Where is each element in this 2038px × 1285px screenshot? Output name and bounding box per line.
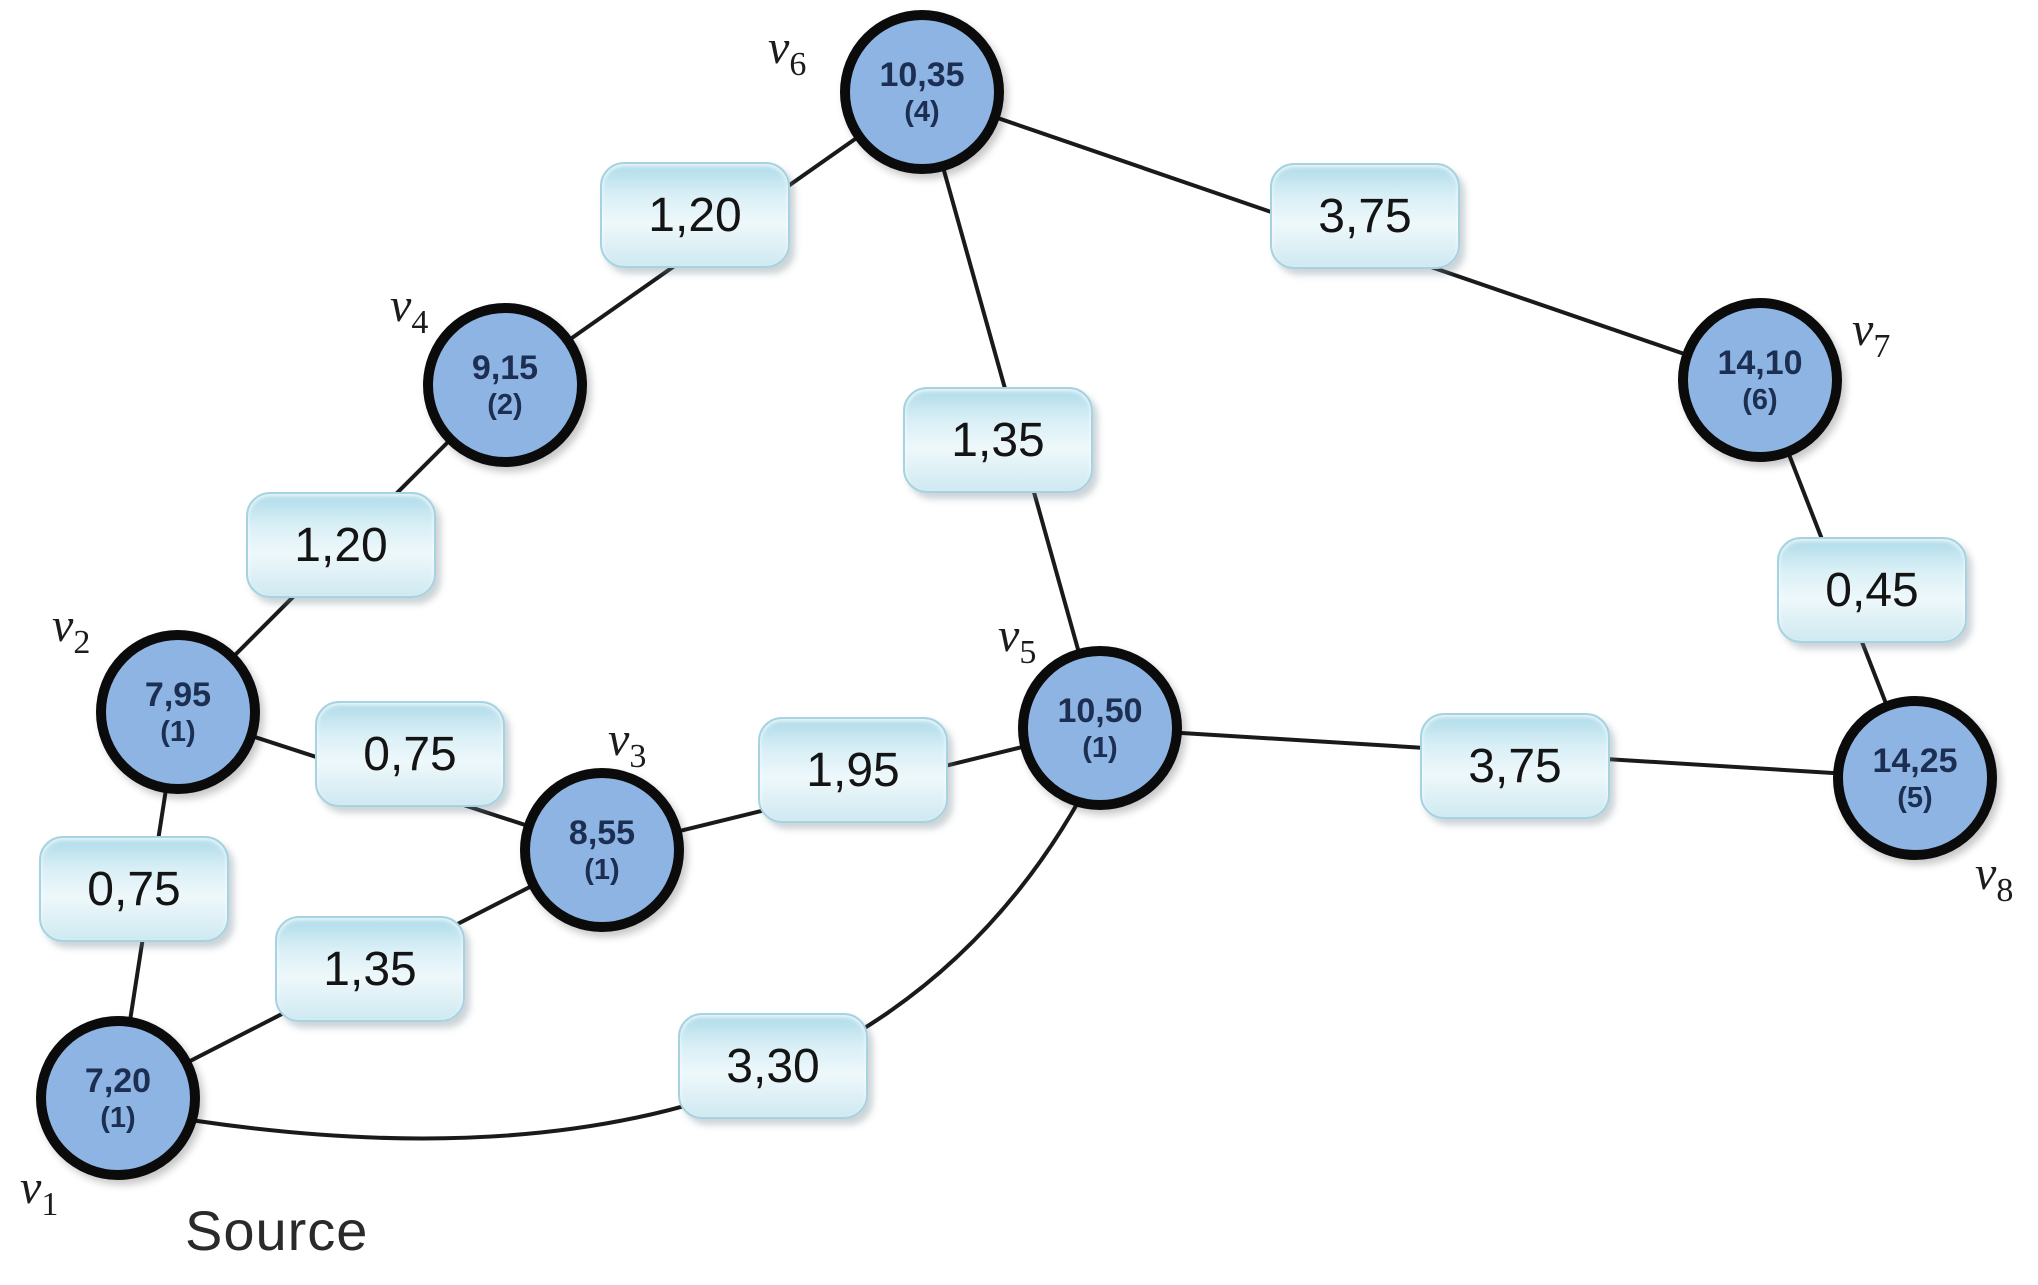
- node-label-v6: v6: [768, 21, 807, 83]
- edge-weight-text: 1,35: [951, 413, 1045, 467]
- node-order: (1): [1082, 731, 1118, 764]
- node-order: (1): [160, 715, 196, 748]
- edge-weight-v1-v3: 1,35: [275, 916, 465, 1022]
- edge-weight-text: 0,75: [363, 727, 457, 781]
- edge-weight-text: 3,75: [1318, 189, 1412, 243]
- node-label-v5: v5: [998, 609, 1037, 671]
- node-v8: 14,25 (5): [1833, 696, 1997, 860]
- edge-weight-v3-v5: 1,95: [758, 717, 948, 823]
- node-value: 7,20: [84, 1061, 152, 1100]
- node-label-v3: v3: [608, 713, 647, 775]
- node-order: (2): [487, 388, 523, 421]
- node-order: (1): [100, 1101, 136, 1134]
- edge-weight-v6-v7: 3,75: [1270, 163, 1460, 269]
- node-v6: 10,35 (4): [840, 10, 1004, 174]
- node-v7: 14,10 (6): [1678, 298, 1842, 462]
- node-v3: 8,55 (1): [520, 768, 684, 932]
- node-label-v2: v2: [52, 599, 91, 661]
- node-v4: 9,15 (2): [423, 303, 587, 467]
- node-label-v8: v8: [1975, 847, 2014, 909]
- node-v5: 10,50 (1): [1018, 646, 1182, 810]
- node-order: (1): [584, 853, 620, 886]
- edge-weight-v2-v4: 1,20: [246, 492, 436, 598]
- edge-weight-text: 1,95: [806, 743, 900, 797]
- node-value: 9,15: [471, 348, 539, 387]
- node-order: (6): [1742, 383, 1778, 416]
- edge-weight-v7-v8: 0,45: [1777, 537, 1967, 643]
- node-v1: 7,20 (1): [36, 1016, 200, 1180]
- node-v2: 7,95 (1): [96, 630, 260, 794]
- node-label-v1: v1: [20, 1161, 59, 1223]
- edge-weight-text: 1,35: [323, 942, 417, 996]
- edge-weight-text: 3,30: [726, 1039, 820, 1093]
- edge-weight-text: 0,75: [87, 862, 181, 916]
- edge-weight-v1-v2: 0,75: [39, 836, 229, 942]
- edge-weight-text: 1,20: [294, 518, 388, 572]
- edge-weight-text: 1,20: [648, 188, 742, 242]
- node-value: 7,95: [144, 675, 212, 714]
- edge-weight-text: 3,75: [1468, 739, 1562, 793]
- edge-weight-v2-v3: 0,75: [315, 701, 505, 807]
- source-caption: Source: [185, 1199, 369, 1262]
- edge-weight-v5-v8: 3,75: [1420, 713, 1610, 819]
- node-label-v7: v7: [1852, 303, 1891, 365]
- node-value: 10,35: [879, 55, 965, 94]
- edge-weight-v6-v5: 1,35: [903, 387, 1093, 493]
- node-value: 10,50: [1057, 691, 1143, 730]
- edge-weight-text: 0,45: [1825, 563, 1919, 617]
- edge-weight-v1-v5: 3,30: [678, 1013, 868, 1119]
- node-value: 8,55: [568, 813, 636, 852]
- edge-weight-v4-v6: 1,20: [600, 162, 790, 268]
- node-value: 14,10: [1717, 343, 1803, 382]
- node-order: (4): [904, 95, 940, 128]
- node-order: (5): [1897, 781, 1933, 814]
- node-value: 14,25: [1872, 741, 1958, 780]
- node-label-v4: v4: [390, 279, 429, 341]
